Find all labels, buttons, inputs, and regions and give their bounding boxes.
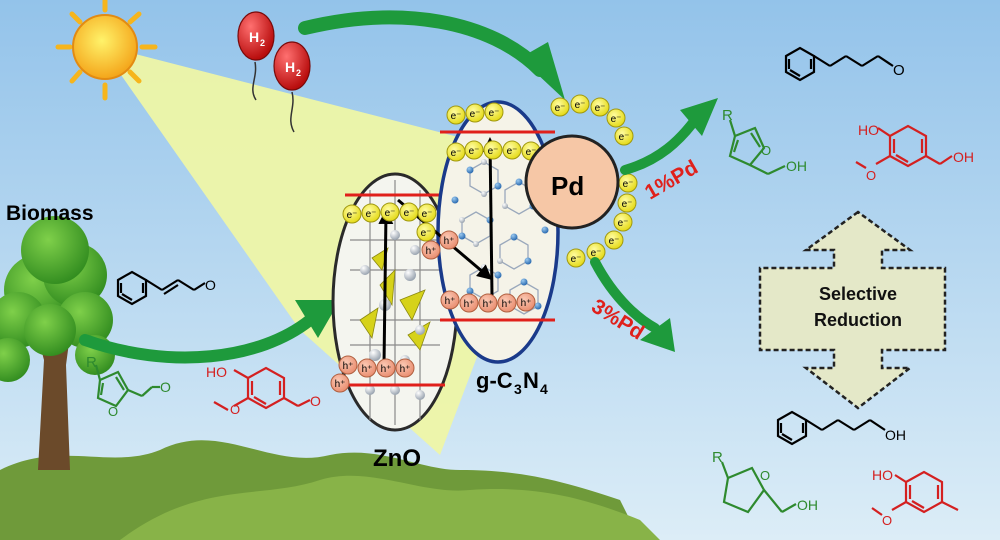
biomass-label: Biomass xyxy=(6,202,94,225)
gcn-holes: h⁺ h⁺ h⁺ h⁺ h⁺ h⁺ h⁺ xyxy=(421,230,536,313)
charge-label: e⁻ xyxy=(591,248,602,259)
svg-text:OH: OH xyxy=(786,158,807,174)
svg-text:HO: HO xyxy=(206,364,227,380)
svg-text:2: 2 xyxy=(296,68,301,78)
svg-text:O: O xyxy=(108,404,118,419)
svg-text:3: 3 xyxy=(514,381,522,397)
charge-label: e⁻ xyxy=(347,210,358,221)
charge-label: h⁺ xyxy=(335,379,346,390)
charge-label: e⁻ xyxy=(611,114,622,125)
svg-text:O: O xyxy=(230,402,240,417)
svg-text:O: O xyxy=(866,168,876,183)
svg-text:OH: OH xyxy=(797,497,818,513)
charge-label: e⁻ xyxy=(489,108,500,119)
furfural-molecule xyxy=(94,364,160,408)
svg-text:R: R xyxy=(712,449,723,466)
charge-label: e⁻ xyxy=(526,147,537,158)
vanillyl-alcohol-molecule xyxy=(855,124,953,169)
cinnamaldehyde-molecule xyxy=(116,270,206,306)
charge-label: e⁻ xyxy=(488,146,499,157)
pd3-arrow xyxy=(590,257,675,352)
svg-text:O: O xyxy=(760,468,770,483)
balloon-1-label: H xyxy=(249,29,259,45)
reduction-label: Reduction xyxy=(814,310,902,330)
svg-text:O: O xyxy=(882,513,892,528)
zno-holes: h⁺ h⁺ h⁺ h⁺ h⁺ xyxy=(330,355,415,393)
charge-label: h⁺ xyxy=(381,364,392,375)
charge-label: e⁻ xyxy=(469,146,480,157)
creosol-molecule xyxy=(871,470,959,516)
pd1-arrow xyxy=(620,98,718,175)
charge-label: e⁻ xyxy=(421,228,432,239)
charge-label: h⁺ xyxy=(521,298,532,309)
svg-text:R: R xyxy=(722,107,733,124)
charge-label: h⁺ xyxy=(502,299,513,310)
charge-label: e⁻ xyxy=(555,103,566,114)
svg-text:N: N xyxy=(523,368,539,393)
charge-label: e⁻ xyxy=(622,199,633,210)
charge-label: e⁻ xyxy=(385,208,396,219)
hydrogen-balloon-2: H 2 xyxy=(273,41,311,133)
charge-label: e⁻ xyxy=(451,148,462,159)
hydrogen-arrow xyxy=(298,10,565,100)
svg-text:2: 2 xyxy=(260,38,265,48)
charge-label: h⁺ xyxy=(444,236,455,247)
svg-text:O: O xyxy=(893,62,905,79)
biomass-arrow xyxy=(79,300,340,364)
charge-label: e⁻ xyxy=(404,208,415,219)
charge-label: e⁻ xyxy=(366,209,377,220)
svg-text:O: O xyxy=(310,393,321,409)
charge-label: h⁺ xyxy=(362,364,373,375)
hydrocinnamaldehyde-molecule xyxy=(784,46,894,82)
charge-label: e⁻ xyxy=(571,254,582,265)
charge-label: e⁻ xyxy=(619,132,630,143)
charge-label: h⁺ xyxy=(400,364,411,375)
charge-label: e⁻ xyxy=(575,100,586,111)
furfuryl-alcohol-molecule xyxy=(728,119,786,175)
charge-label: e⁻ xyxy=(470,109,481,120)
charge-label: e⁻ xyxy=(451,111,462,122)
gcn-label: g-C 3 N 4 xyxy=(476,368,548,397)
hydrocinnamyl-alcohol-molecule xyxy=(776,410,886,446)
charge-label: e⁻ xyxy=(422,209,433,220)
selective-label: Selective xyxy=(819,284,897,304)
tree-icon xyxy=(0,216,115,470)
balloon-2-label: H xyxy=(285,59,295,75)
pd-electrons: e⁻ e⁻ e⁻ e⁻ e⁻ e⁻ e⁻ e⁻ e⁻ e⁻ e⁻ xyxy=(550,94,638,268)
charge-label: e⁻ xyxy=(609,236,620,247)
charge-label: h⁺ xyxy=(343,361,354,372)
vanillin-molecule xyxy=(213,366,311,411)
svg-text:R: R xyxy=(86,354,97,371)
svg-text:HO: HO xyxy=(872,467,893,483)
hydrogen-balloon-1: H 2 xyxy=(237,11,275,101)
zno-label: ZnO xyxy=(373,445,421,472)
svg-text:4: 4 xyxy=(540,381,548,397)
gcn-electrons: e⁻ e⁻ e⁻ e⁻ e⁻ e⁻ e⁻ e⁻ xyxy=(446,102,541,162)
charge-label: h⁺ xyxy=(445,296,456,307)
charge-label: h⁺ xyxy=(464,299,475,310)
charge-label: e⁻ xyxy=(623,179,634,190)
charge-label: h⁺ xyxy=(426,246,437,257)
svg-text:HO: HO xyxy=(858,122,879,138)
charge-label: e⁻ xyxy=(618,218,629,229)
svg-text:g-C: g-C xyxy=(476,368,513,393)
svg-text:OH: OH xyxy=(885,427,906,443)
charge-label: e⁻ xyxy=(595,103,606,114)
charge-label: e⁻ xyxy=(507,146,518,157)
svg-text:O: O xyxy=(205,277,216,293)
selective-reduction-box xyxy=(758,210,947,410)
charge-label: h⁺ xyxy=(483,299,494,310)
svg-text:OH: OH xyxy=(953,149,974,165)
tetrahydrofurfuryl-alcohol-molecule xyxy=(720,461,797,514)
zno-electrons: e⁻ e⁻ e⁻ e⁻ e⁻ e⁻ xyxy=(342,202,437,242)
sun-icon xyxy=(55,0,158,101)
pd-sphere: e⁻ e⁻ e⁻ e⁻ e⁻ e⁻ e⁻ e⁻ e⁻ e⁻ e⁻ xyxy=(524,94,638,268)
gcn-crystal xyxy=(436,100,560,364)
pd-label: Pd xyxy=(551,171,584,201)
svg-text:O: O xyxy=(761,143,771,158)
svg-text:O: O xyxy=(160,379,171,395)
